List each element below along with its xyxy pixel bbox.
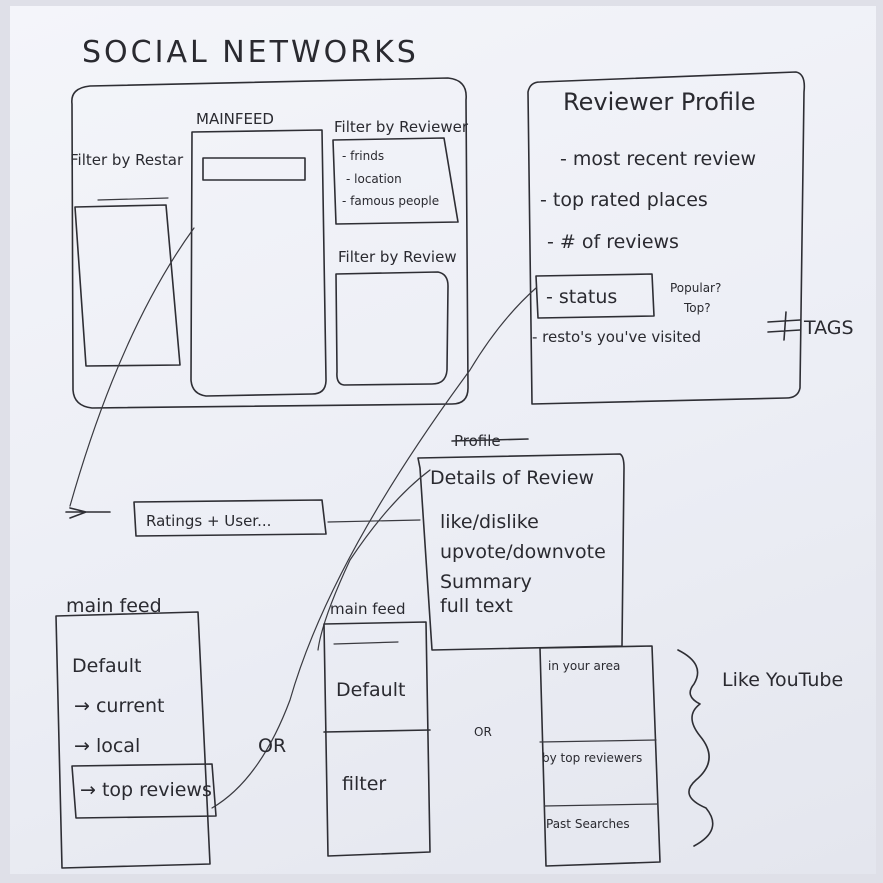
main-feed-1-title: main feed [66, 595, 162, 617]
main-feed-1-border [55, 611, 211, 869]
main-feed-2-default: Default [336, 679, 405, 701]
top-reviews-label: → top reviews [80, 779, 212, 801]
youtube-feed-divider [539, 739, 657, 743]
review-detail-item: Summary [440, 571, 532, 593]
connector-feed-to-ratings [69, 227, 195, 507]
main-feed-1-item: → current [74, 695, 165, 717]
paper-sheet [10, 6, 876, 874]
ratings-connector [327, 519, 421, 523]
status-note: Popular? [670, 281, 721, 295]
main-feed-2-title: main feed [330, 600, 406, 618]
filter-by-reviewer-label: Filter by Reviewer [334, 118, 469, 136]
filter-by-reviewer-panel[interactable] [332, 137, 459, 225]
youtube-note: Like YouTube [722, 669, 843, 691]
restos-item: - resto's you've visited [532, 328, 701, 346]
review-detail-item: like/dislike [440, 511, 539, 533]
main-feed-search-box[interactable] [202, 157, 306, 181]
filter-underline [97, 197, 169, 201]
review-details: Profile Details of Review like/dislike u… [417, 432, 625, 651]
review-details-border [417, 453, 625, 651]
main-feed-2-filter: filter [342, 773, 386, 795]
filter-by-restaurant-panel[interactable] [74, 204, 181, 367]
main-feed-1-item: Default [72, 655, 141, 677]
youtube-feed-row: Past Searches [546, 817, 630, 831]
main-frame-border [71, 77, 469, 409]
tags-label: TAGS [803, 317, 854, 339]
main-feed-2-topline [333, 641, 399, 645]
profile-item: - most recent review [560, 148, 756, 170]
reviewer-filter-item: - famous people [342, 194, 439, 208]
youtube-feed-row: in your area [548, 659, 620, 673]
strike-through [451, 438, 529, 442]
page-title: SOCIAL NETWORKS [82, 35, 419, 70]
main-feed-1-item: → local [74, 735, 140, 757]
equals-arrow [767, 311, 801, 341]
filter-by-review-label: Filter by Review [338, 248, 457, 266]
youtube-feed-row: by top reviewers [542, 751, 642, 765]
filter-by-restaurant-label: Filter by Restar [70, 151, 184, 169]
ratings-box-label: Ratings + User... [146, 512, 271, 530]
reviewer-profile-title: Reviewer Profile [563, 88, 756, 116]
ratings-box[interactable] [133, 499, 327, 537]
profile-item: - # of reviews [547, 231, 679, 253]
status-box[interactable] [535, 273, 655, 319]
reviewer-filter-item: - frinds [342, 149, 384, 163]
main-feed-2-border [323, 621, 431, 857]
youtube-style-feed: in your area by top reviewers Past Searc… [539, 645, 843, 867]
main-wireframe: Filter by Restar MAINFEED Filter by Revi… [70, 77, 469, 409]
youtube-brace [677, 649, 714, 847]
or-label: OR [474, 725, 492, 739]
status-label: - status [546, 286, 617, 308]
or-label: OR [258, 735, 286, 757]
reviewer-profile-border [527, 71, 806, 405]
main-feed-option-1: main feed Default → current → local → to… [55, 595, 217, 869]
youtube-feed-border [539, 645, 661, 867]
status-note: Top? [683, 301, 711, 315]
review-detail-item: full text [440, 595, 513, 617]
filter-by-review-panel[interactable] [335, 271, 449, 386]
review-details-heading: Details of Review [430, 467, 594, 489]
main-feed-panel[interactable] [190, 129, 327, 397]
main-feed-2-divider [323, 729, 431, 733]
arrow-to-ratings [65, 507, 111, 519]
profile-item: - top rated places [540, 189, 708, 211]
main-feed-option-2: main feed Default filter [323, 600, 431, 857]
connector-status-to-top-reviews [211, 287, 537, 809]
reviewer-filter-item: - location [346, 172, 402, 186]
reviewer-profile: Reviewer Profile - most recent review - … [527, 71, 854, 405]
main-feed-label: MAINFEED [196, 110, 274, 128]
youtube-feed-divider [543, 803, 659, 807]
review-detail-item: upvote/downvote [440, 541, 606, 563]
top-reviews-box[interactable] [71, 763, 217, 819]
